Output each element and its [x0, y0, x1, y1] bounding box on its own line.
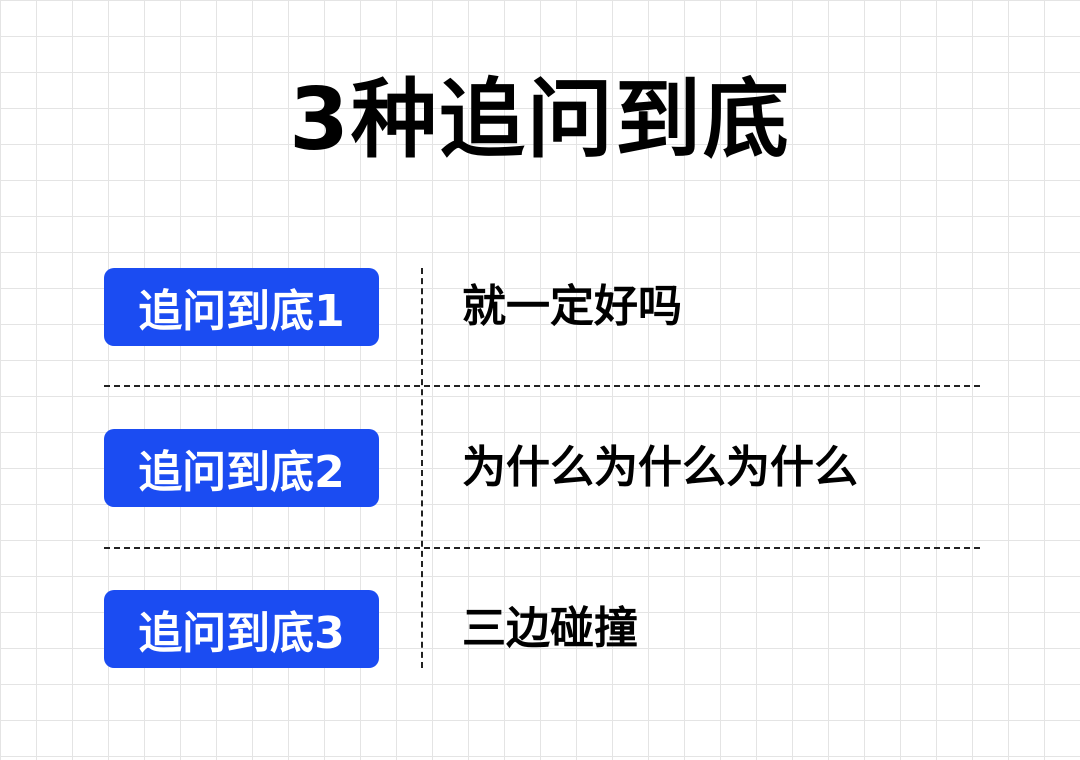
row-text-3: 三边碰撞: [462, 603, 638, 654]
row-divider-1: [104, 385, 980, 387]
row-badge-1: 追问到底1: [104, 268, 379, 346]
page-title: 3种追问到底: [289, 70, 791, 170]
row-badge-3: 追问到底3: [104, 590, 379, 668]
row-badge-2: 追问到底2: [104, 429, 379, 507]
row-text-2: 为什么为什么为什么: [462, 442, 858, 493]
column-divider: [421, 268, 423, 668]
row-divider-2: [104, 547, 980, 549]
row-text-1: 就一定好吗: [462, 281, 682, 332]
